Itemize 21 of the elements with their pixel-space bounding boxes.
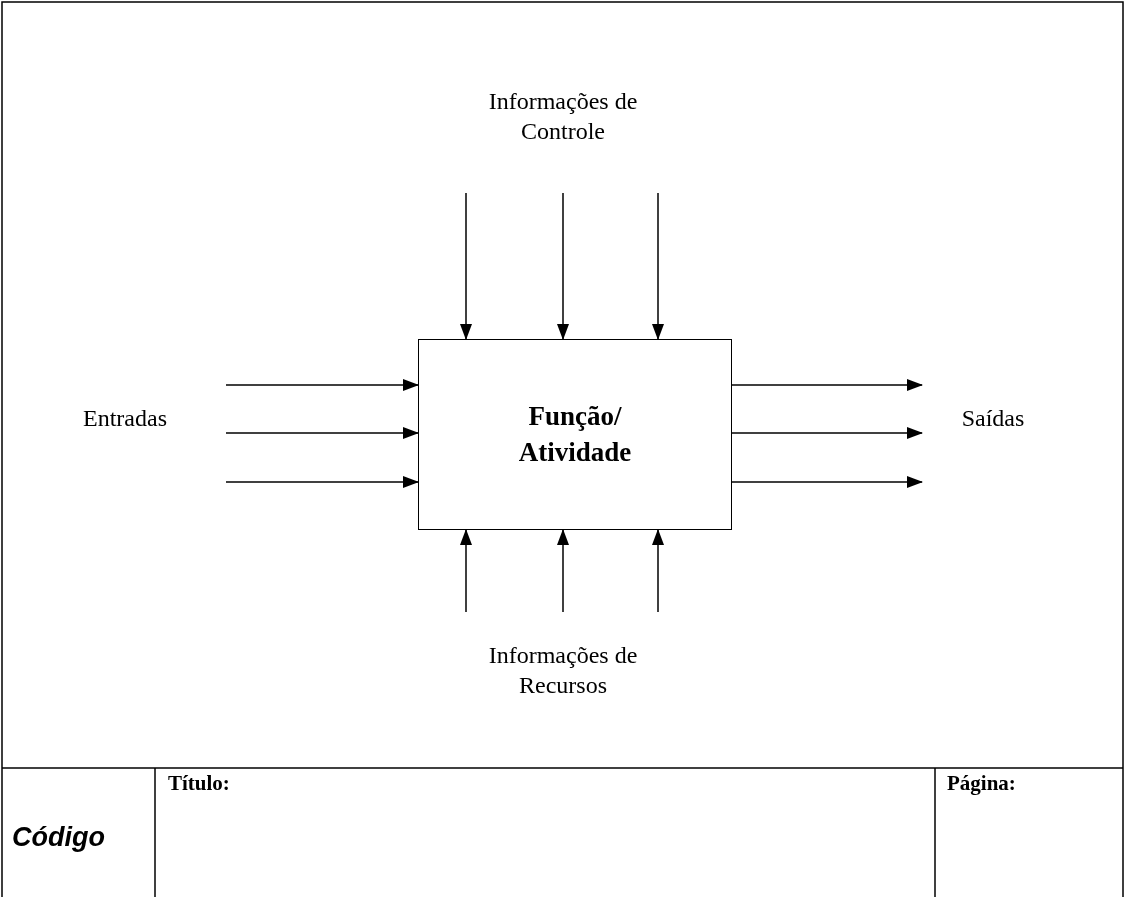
arrow xyxy=(460,529,472,613)
field-label: Título: xyxy=(168,771,230,796)
arrow xyxy=(731,476,923,488)
arrow xyxy=(652,192,664,340)
resources-label: Informações de Recursos xyxy=(473,640,653,704)
arrow xyxy=(731,379,923,391)
arrow xyxy=(460,192,472,340)
inputs-label: Entradas xyxy=(60,403,190,435)
arrow xyxy=(652,529,664,613)
outputs-label: Saídas xyxy=(938,403,1048,435)
field-label: Página: xyxy=(947,771,1016,796)
arrow xyxy=(225,379,419,391)
arrow xyxy=(225,476,419,488)
code-label: Código xyxy=(12,822,105,853)
arrow xyxy=(557,192,569,340)
control-label: Informações de Controle xyxy=(473,86,653,150)
process-box xyxy=(418,339,732,530)
function-title: Função/ Atividade xyxy=(517,400,633,469)
arrow xyxy=(225,427,419,439)
arrow xyxy=(731,427,923,439)
arrow xyxy=(557,529,569,613)
